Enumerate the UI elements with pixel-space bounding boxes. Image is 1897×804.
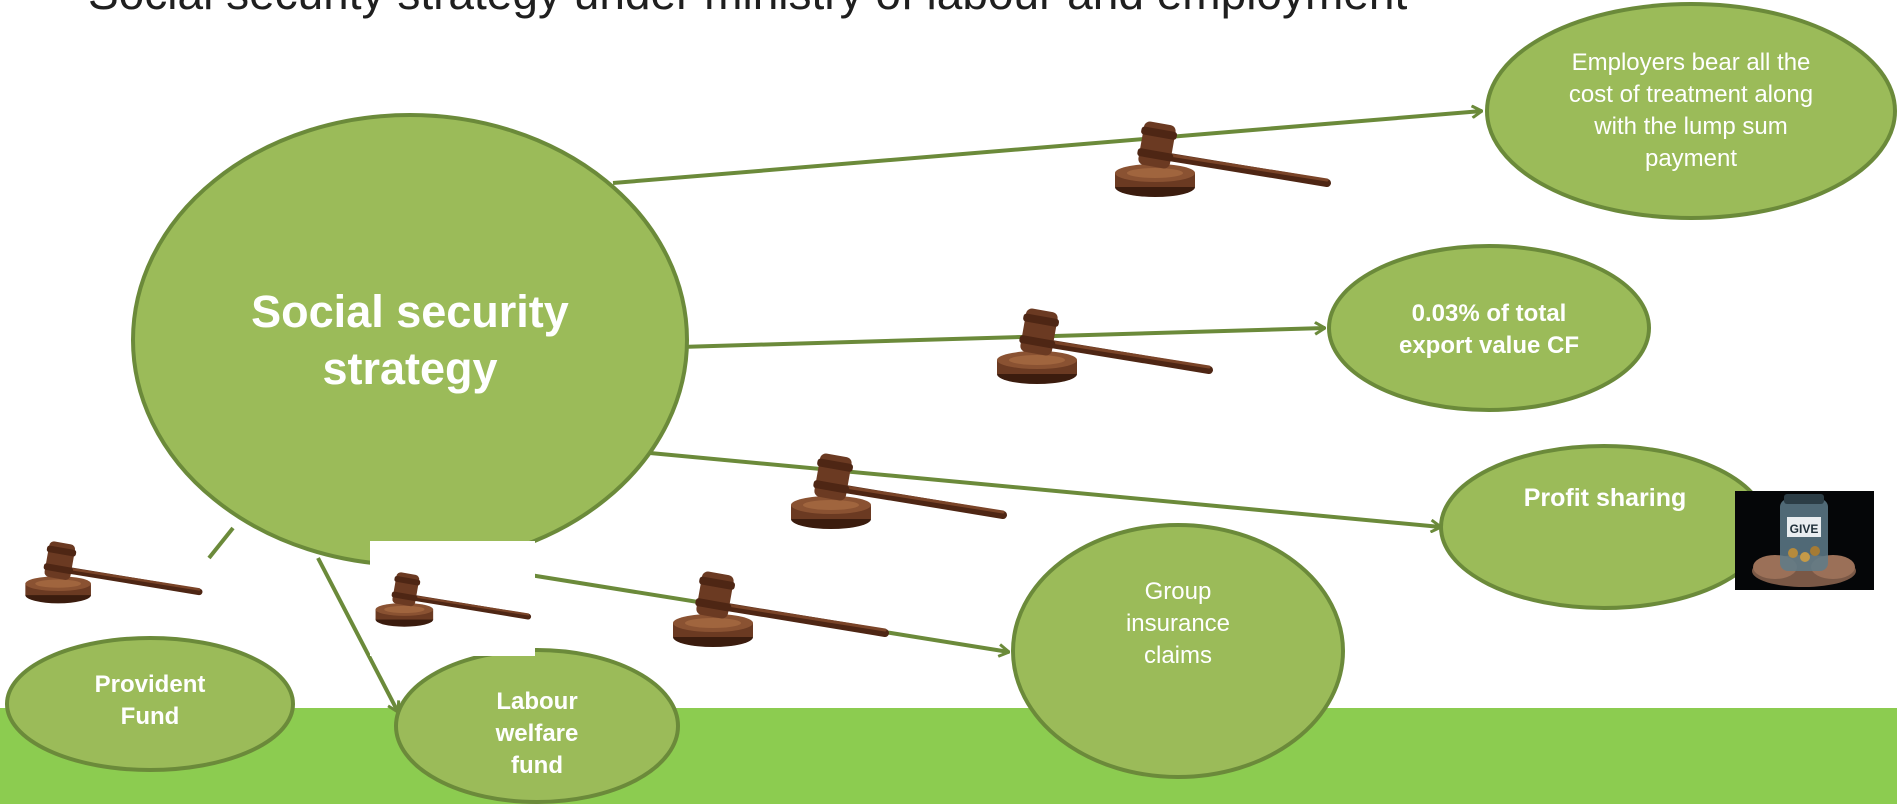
gavel-icon bbox=[791, 453, 1003, 529]
hub-label: Social security strategy bbox=[251, 286, 569, 394]
connector-employers bbox=[612, 111, 1482, 185]
export-value-node: 0.03% of total export value CF bbox=[1389, 280, 1589, 380]
provident-ellipse bbox=[5, 636, 295, 772]
export-ellipse bbox=[1327, 244, 1651, 412]
provident-label: Provident Fund bbox=[94, 671, 206, 730]
gavel-icon bbox=[997, 308, 1209, 384]
connector-export bbox=[679, 328, 1325, 349]
hub-node: Social security strategy bbox=[190, 260, 630, 420]
labour-ellipse bbox=[394, 648, 680, 804]
profit-sharing-node: Profit sharing bbox=[1480, 478, 1730, 518]
group-label: Group insurance claims bbox=[1125, 578, 1231, 669]
group-ellipse bbox=[1011, 523, 1345, 779]
gavel-icon bbox=[25, 541, 199, 604]
jar-label: GIVE bbox=[1790, 522, 1819, 536]
connector-labour bbox=[316, 557, 398, 712]
labour-label: Labour welfare fund bbox=[495, 688, 579, 779]
profit-label: Profit sharing bbox=[1523, 484, 1687, 512]
footer-band bbox=[0, 708, 1897, 804]
donation-jar-photo: GIVE bbox=[1735, 491, 1874, 590]
connector-profit bbox=[649, 451, 1441, 527]
connector-provident bbox=[207, 526, 235, 560]
labour-welfare-node: Labour welfare fund bbox=[452, 684, 622, 784]
provident-fund-node: Provident Fund bbox=[60, 666, 240, 736]
gavel-icon bbox=[673, 571, 885, 647]
group-insurance-node: Group insurance claims bbox=[1098, 574, 1258, 674]
profit-ellipse bbox=[1439, 444, 1769, 610]
export-label: 0.03% of total export value CF bbox=[1398, 300, 1580, 359]
slide-title: Social security strategy under ministry … bbox=[88, 0, 1407, 20]
employers-node: Employers bear all the cost of treatment… bbox=[1551, 44, 1831, 178]
employers-ellipse bbox=[1485, 2, 1897, 220]
employers-label: Employers bear all the cost of treatment… bbox=[1568, 49, 1814, 172]
